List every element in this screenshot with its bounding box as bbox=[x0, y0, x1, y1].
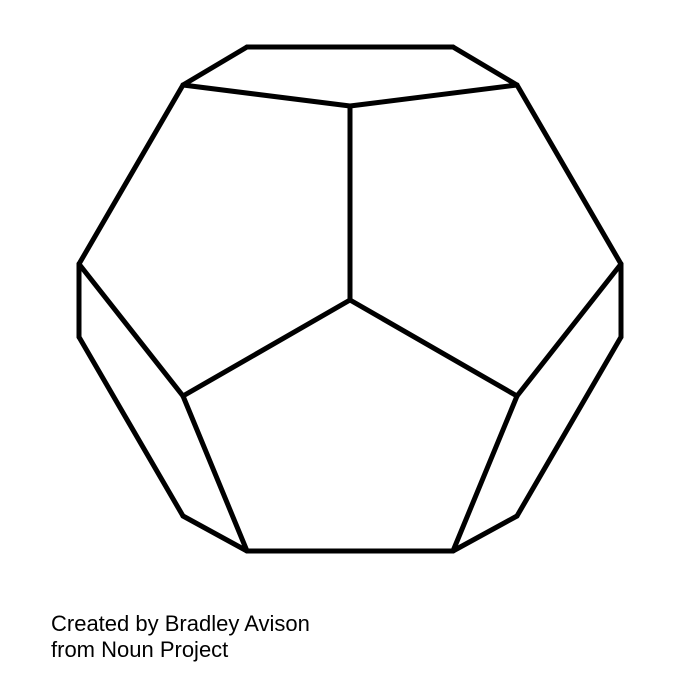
outline-bottom-right bbox=[450, 513, 520, 554]
outline-top-right bbox=[450, 44, 520, 88]
outline-right-upper bbox=[514, 82, 624, 267]
edge-left-diagonal bbox=[76, 261, 186, 399]
outline-right-lower bbox=[514, 334, 624, 519]
credit-line-author: Created by Bradley Avison bbox=[51, 611, 310, 636]
edge-center-right bbox=[347, 297, 520, 399]
outline-left-lower bbox=[76, 334, 186, 519]
edge-upper-left bbox=[180, 82, 353, 109]
edge-lower-left bbox=[180, 393, 250, 554]
credit-line-source: from Noun Project bbox=[51, 637, 229, 662]
edge-right-diagonal bbox=[514, 261, 624, 399]
edge-center-left bbox=[180, 297, 353, 399]
attribution-text: Created by Bradley Avison from Noun Proj… bbox=[51, 611, 310, 663]
outline-top-left bbox=[180, 44, 250, 88]
edge-lower-right bbox=[450, 393, 520, 554]
outline-bottom-left bbox=[180, 513, 250, 554]
outline-left-upper bbox=[76, 82, 186, 267]
edge-upper-right bbox=[347, 82, 520, 109]
